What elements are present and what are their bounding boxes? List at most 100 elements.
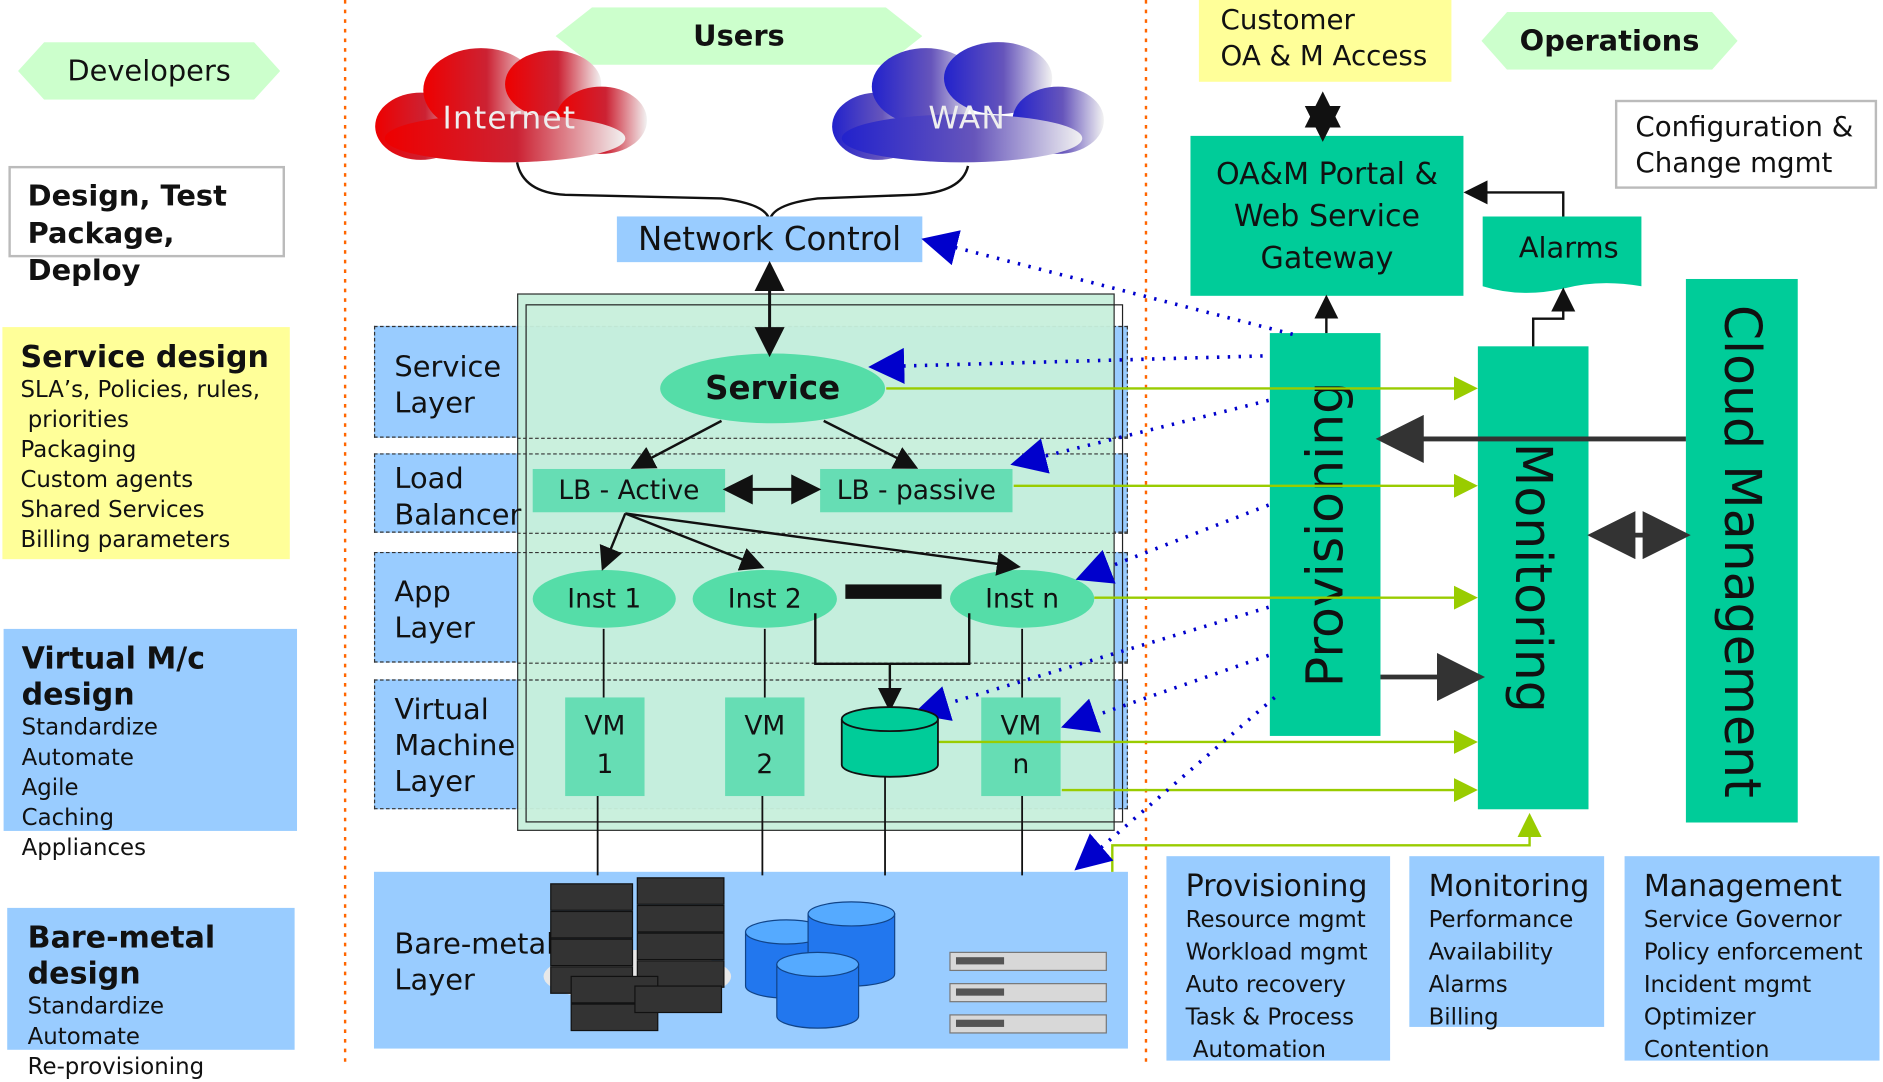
customer-line-2: OA & M Access [1220,40,1428,73]
vm-number: 1 [596,750,614,781]
app-layer-label: App Layer [394,574,474,646]
bare-layer-label: Bare-metal Layer [394,926,554,998]
layer-label-line: Virtual [394,692,489,727]
appliance-icon [949,951,1107,1034]
layer-label-line: Service [394,349,502,384]
mgmt-info-line: Optimizer [1643,1004,1756,1031]
prov-info-title: Provisioning [1185,868,1368,904]
inst-1-node: Inst 1 [532,569,676,628]
band-divider [517,453,1128,455]
vm-design-title: Virtual M/c design [21,640,206,712]
service-design-box: Service design SLA’s, Policies, rules, p… [2,327,290,560]
vm-design-line: Standardize [21,714,158,741]
mgmt-info-line: Contention [1643,1036,1770,1064]
monitoring-info-box: Monitoring Performance Availability Alar… [1409,856,1605,1031]
lb-active-label: LB - Active [558,475,700,506]
cloud-management-bar: Cloud Management [1685,278,1798,823]
vm-label: VM [744,711,786,742]
vm-2-node: VM 2 [725,697,805,797]
layer-label-line: Load [394,461,464,496]
band-divider [517,532,1128,534]
bare-design-line: Automate [27,1023,140,1050]
layer-label-line: Layer [394,963,475,997]
provisioning-info-box: Provisioning Resource mgmt Workload mgmt… [1166,856,1391,1063]
prov-info-line: Task & Process [1185,1004,1354,1031]
cloud-container-inner [525,304,1124,823]
layer-label-line: Layer [394,386,475,420]
rack-server-icon [543,877,732,1032]
prov-info-line: Workload mgmt [1185,939,1368,966]
service-design-line: Packaging [20,436,137,463]
prov-info-line: Resource mgmt [1185,906,1366,934]
oam-portal-box: OA&M Portal & Web Service Gateway [1190,135,1464,296]
internet-label: Internet [442,101,577,138]
ellipsis-bar [845,584,942,599]
mgmt-info-line: Incident mgmt [1643,971,1812,999]
config-line: Change mgmt [1635,147,1833,180]
lb-active-node: LB - Active [532,468,726,513]
mon-info-line: Availability [1428,939,1554,966]
portal-line: Web Service [1233,198,1421,234]
vm-design-line: Caching [21,804,114,831]
vm-design-line: Appliances [21,834,146,861]
mgmt-info-title: Management [1643,868,1842,904]
layer-label-line: Balancer [394,497,522,532]
service-design-line: Billing parameters [20,526,231,554]
inst-1-label: Inst 1 [567,583,642,614]
vm-number: 2 [756,750,774,781]
service-node: Service [660,353,886,424]
service-node-label: Service [705,369,841,408]
provisioning-bar: Provisioning [1269,333,1381,736]
design-line-1: Design, Test [27,179,227,213]
service-design-title: Service design [20,339,269,374]
users-header: Users [555,7,923,65]
band-divider [517,679,1128,681]
layer-label-line: Bare-metal [394,927,555,961]
service-design-line: SLA’s, Policies, rules, [20,376,261,403]
developers-label: Developers [67,54,231,88]
design-line-2: Package, Deploy [27,216,175,288]
inst-n-label: Inst n [985,583,1060,614]
service-design-line: Custom agents [20,466,194,494]
portal-line: OA&M Portal & [1215,156,1438,192]
design-test-box: Design, Test Package, Deploy [8,165,285,287]
service-layer-label: Service Layer [394,349,501,421]
service-design-line: Shared Services [20,496,205,524]
vm-1-node: VM 1 [565,697,645,797]
mon-info-line: Alarms [1428,971,1508,999]
vm-design-line: Agile [21,774,79,801]
mgmt-info-line: Service Governor [1643,906,1842,934]
database-stack-icon [744,901,896,1029]
vm-label: VM [1000,711,1042,742]
vm-label: VM [584,711,626,742]
operations-header: Operations [1481,12,1738,70]
service-design-line: priorities [20,406,129,433]
lb-passive-node: LB - passive [820,468,1013,513]
portal-line: Gateway [1260,240,1394,276]
lb-passive-label: LB - passive [836,475,996,506]
inst-2-label: Inst 2 [727,583,802,614]
config-box: Configuration & Change mgmt [1614,99,1878,189]
management-info-box: Management Service Governor Policy enfor… [1624,856,1880,1063]
prov-info-line: Automation [1185,1036,1327,1064]
inst-n-node: Inst n [949,569,1095,628]
developers-header: Developers [18,42,281,100]
layer-label-line: Machine [394,728,516,763]
network-control-box: Network Control [616,216,923,263]
internet-cloud-icon [375,48,647,163]
band-divider [517,551,1128,554]
mgmt-info-line: Policy enforcement [1643,939,1863,966]
bare-design-title: Bare-metal design [27,919,216,991]
band-divider [517,437,1128,439]
vm-design-box: Virtual M/c design Standardize Automate … [3,628,298,861]
layer-label-line: Layer [394,610,475,645]
alarms-label: Alarms [1518,230,1619,265]
vm-n-node: VM n [981,697,1061,797]
lb-layer-label: Load Balancer [394,461,521,533]
mon-info-line: Performance [1428,906,1574,934]
